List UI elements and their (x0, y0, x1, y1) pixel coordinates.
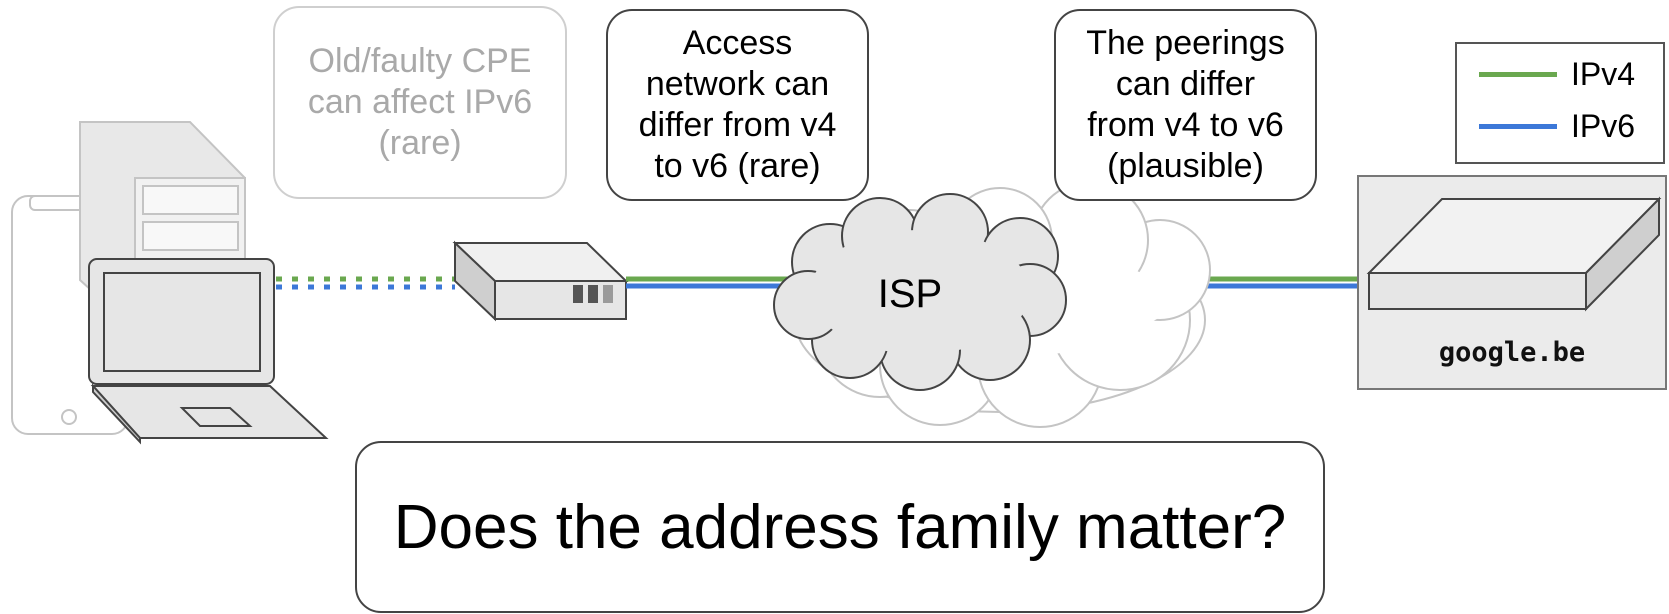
ipv4-swatch (1479, 71, 1557, 77)
server-panel: google.be (1357, 175, 1667, 390)
legend-label-ipv4: IPv4 (1571, 55, 1636, 92)
laptop-icon (88, 258, 329, 445)
server-label: google.be (1438, 337, 1586, 368)
access-network-note: Access network can differ from v4 to v6 … (606, 9, 869, 201)
question-box: Does the address family matter? (355, 441, 1325, 613)
legend: IPv4 IPv6 (1455, 42, 1665, 164)
question-text: Does the address family matter? (393, 492, 1287, 562)
cpe-router-icon (452, 240, 629, 322)
cloud-icon (773, 193, 1067, 391)
legend-label-ipv6: IPv6 (1571, 107, 1636, 144)
ipv6-swatch (1479, 123, 1557, 129)
legend-item-ipv6: IPv6 (1457, 104, 1663, 148)
legend-item-ipv4: IPv4 (1457, 52, 1663, 96)
cpe-note: Old/faulty CPE can affect IPv6 (rare) (273, 6, 567, 199)
isp-label: ISP (877, 272, 943, 316)
server-icon (1366, 196, 1662, 312)
peering-note: The peerings can differ from v4 to v6 (p… (1054, 9, 1317, 201)
